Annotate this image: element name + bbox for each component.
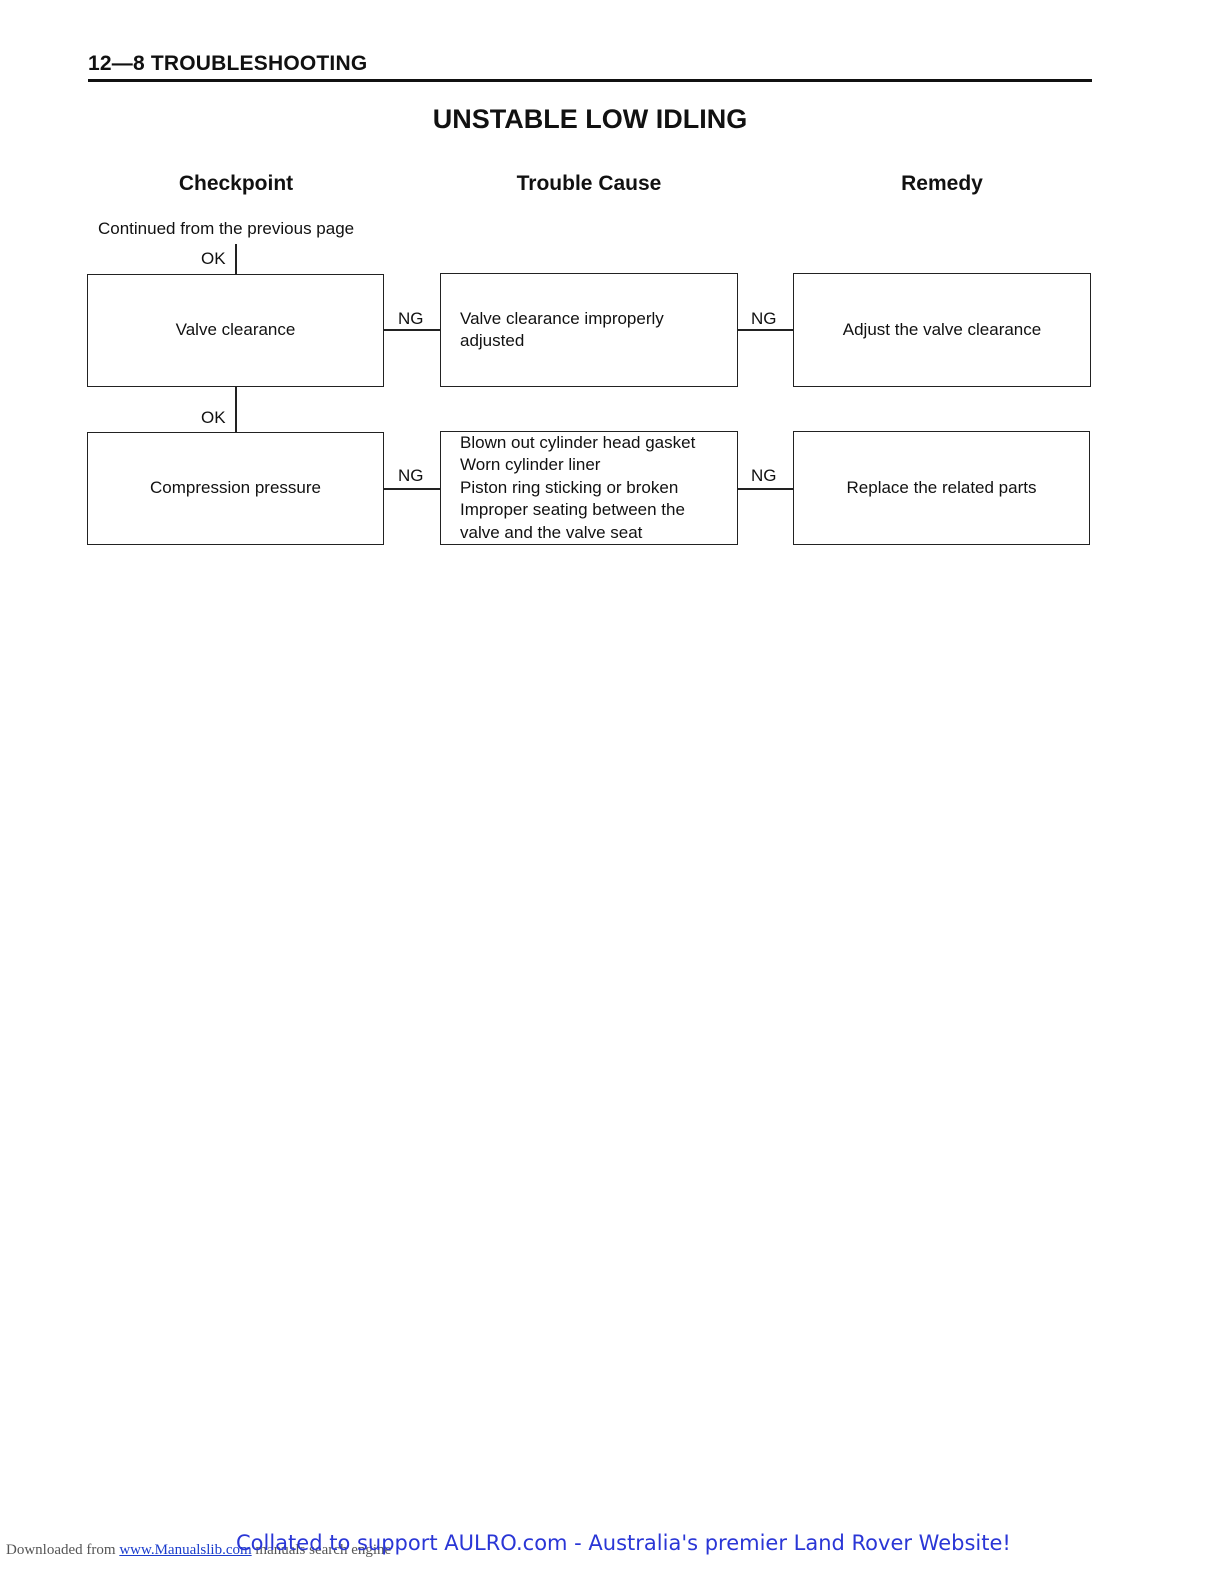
cause-line: Piston ring sticking or broken <box>460 477 679 497</box>
remedy-label: Adjust the valve clearance <box>842 319 1042 339</box>
cause-box-compression: Blown out cylinder head gasket Worn cyli… <box>440 431 738 545</box>
header-rule <box>88 79 1092 82</box>
ok-label-top: OK <box>201 249 226 268</box>
continued-text: Continued from the previous page <box>98 219 355 238</box>
download-prefix: Downloaded from <box>6 1542 116 1558</box>
ng-label: NG <box>398 466 424 485</box>
checkpoint-label: Valve clearance <box>175 320 296 340</box>
cause-line: adjusted <box>460 331 525 350</box>
connector-ng-1b <box>737 329 794 331</box>
column-heading-checkpoint: Checkpoint <box>178 172 294 195</box>
connector-middle <box>235 386 237 433</box>
cause-line: Improper seating between the <box>460 500 685 520</box>
cause-line: Blown out cylinder head gasket <box>460 432 696 452</box>
download-footer: Downloaded from www.Manualslib.com manua… <box>6 1542 391 1559</box>
ng-label: NG <box>398 309 424 328</box>
cause-box-valve-clearance: Valve clearance improperly adjusted <box>440 273 738 387</box>
page-title: UNSTABLE LOW IDLING <box>432 104 748 134</box>
collated-banner: Collated to support AULRO.com - Australi… <box>236 1531 1011 1555</box>
cause-line: Worn cylinder liner <box>460 455 601 475</box>
connector-top <box>235 244 237 275</box>
ng-label: NG <box>751 466 777 485</box>
column-heading-trouble-cause: Trouble Cause <box>516 172 662 195</box>
ng-label: NG <box>751 309 777 328</box>
cause-line: Valve clearance improperly <box>460 308 664 328</box>
connector-ng-2b <box>737 488 794 490</box>
checkpoint-label: Compression pressure <box>149 478 321 498</box>
connector-ng-1a <box>383 329 441 331</box>
checkpoint-box-compression-pressure: Compression pressure <box>87 432 384 545</box>
remedy-box-adjust-valve-clearance: Adjust the valve clearance <box>793 273 1091 387</box>
ok-label-middle: OK <box>201 408 226 427</box>
column-heading-remedy: Remedy <box>901 172 983 195</box>
checkpoint-box-valve-clearance: Valve clearance <box>87 274 384 387</box>
section-header: 12—8 TROUBLESHOOTING <box>88 52 368 75</box>
remedy-label: Replace the related parts <box>846 477 1037 497</box>
manualslib-link[interactable]: www.Manualslib.com <box>119 1542 252 1558</box>
connector-ng-2a <box>383 488 441 490</box>
remedy-box-replace-parts: Replace the related parts <box>793 431 1090 545</box>
download-suffix: manuals search engine <box>255 1542 392 1558</box>
cause-line: valve and the valve seat <box>460 522 643 542</box>
